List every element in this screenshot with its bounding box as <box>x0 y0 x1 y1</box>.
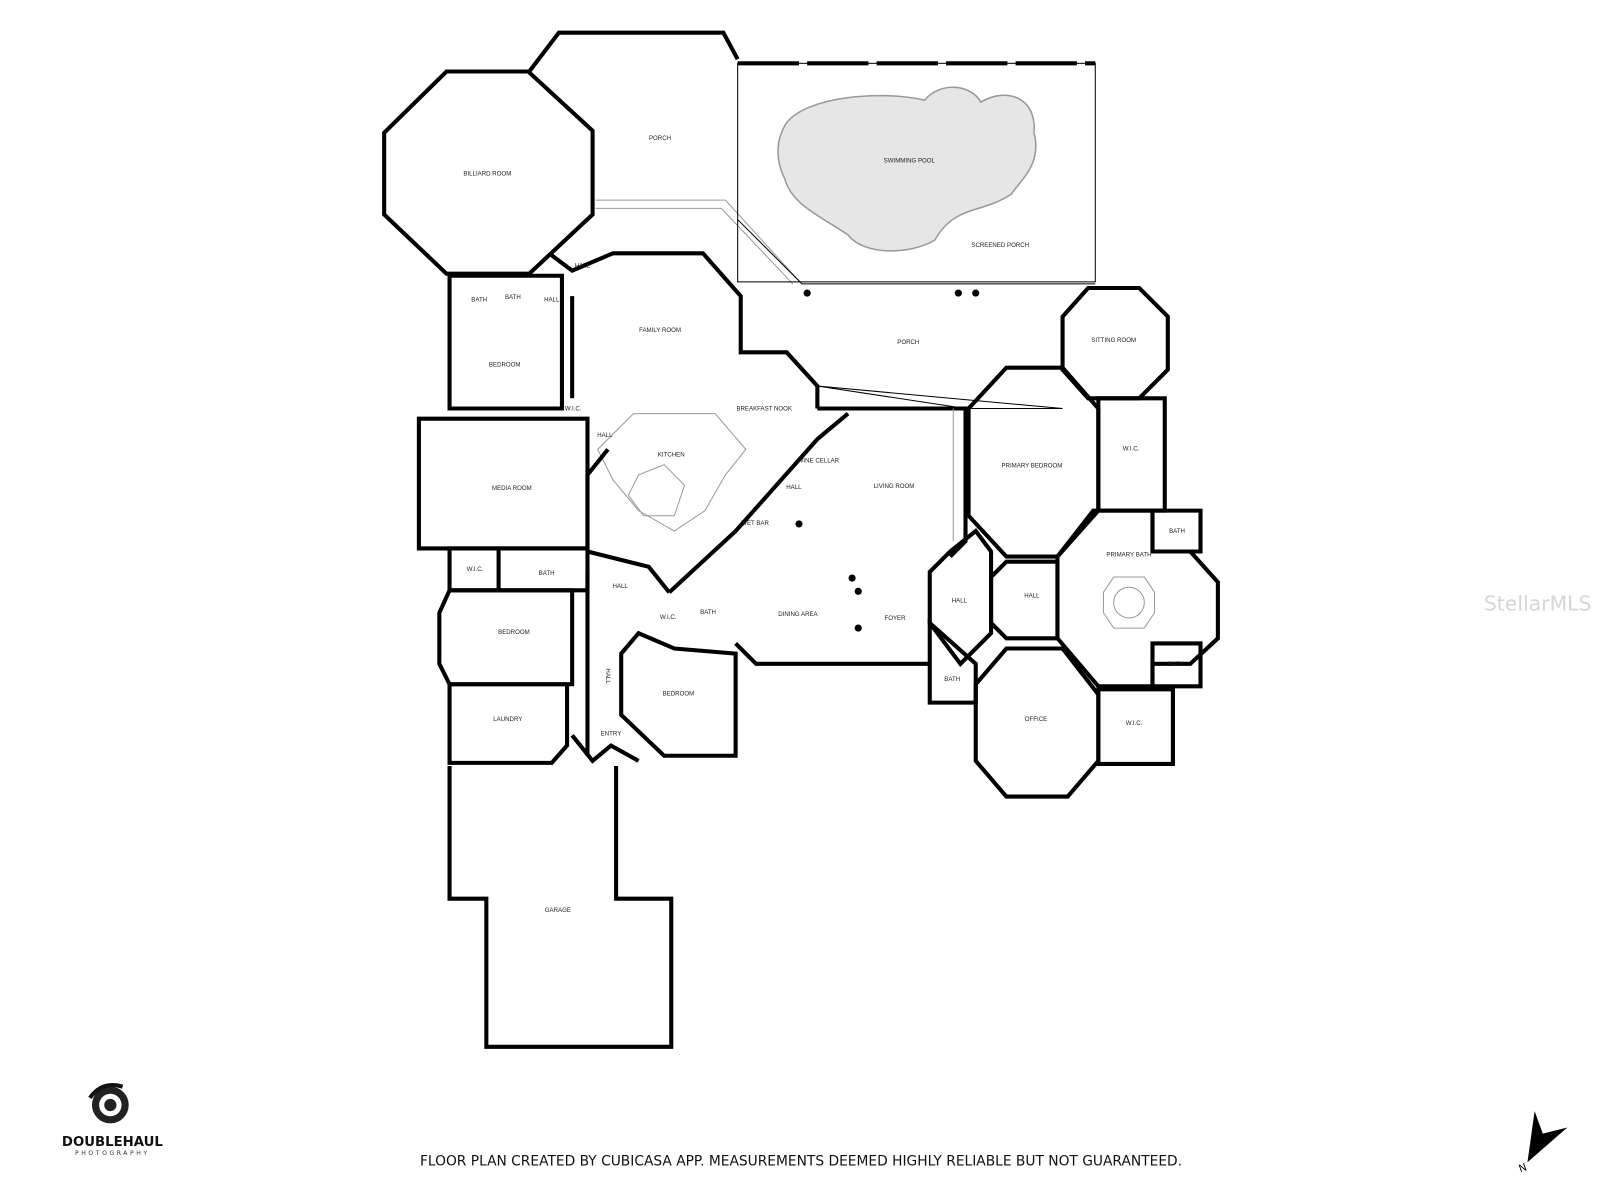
room-label: BATH <box>944 676 960 683</box>
room-label: WET BAR <box>741 520 769 527</box>
room-label: BATH <box>539 570 555 577</box>
tub-basin <box>1113 586 1145 619</box>
room-label: PORCH <box>897 339 919 346</box>
bath-3-walls <box>1150 508 1203 554</box>
room-label: WINE CELLAR <box>798 458 840 465</box>
room-label: SITTING ROOM <box>1091 337 1136 344</box>
room-label: HALL <box>952 598 968 605</box>
watermark: StellarMLS <box>1484 592 1592 616</box>
upper-porch-edge <box>595 199 800 282</box>
room-label: BEDROOM <box>498 629 530 636</box>
room-label: PRIMARY BEDROOM <box>1001 463 1062 470</box>
north-arrow-icon: N <box>1518 1111 1568 1175</box>
column <box>848 574 856 582</box>
office-walls <box>973 646 1101 799</box>
media-room-walls <box>416 416 590 551</box>
room-label: BEDROOM <box>489 362 521 369</box>
column <box>954 289 962 297</box>
room-label: W.I.C. <box>565 406 582 413</box>
garage-walls <box>447 765 674 1049</box>
room-label: GARAGE <box>545 907 571 914</box>
screened-porch-diag <box>737 219 803 285</box>
bedroom-2-walls <box>619 630 738 758</box>
column <box>854 587 862 595</box>
upper-porch-walls <box>527 30 740 73</box>
swimming-pool <box>777 86 1037 252</box>
bedroom-3-walls <box>437 588 575 687</box>
hall-6-walls <box>989 559 1060 641</box>
hall-5-walls <box>927 528 994 667</box>
bath-7-walls <box>1150 641 1203 689</box>
room-label: OFFICE <box>1025 716 1047 723</box>
room-label: BILLIARD ROOM <box>463 171 511 178</box>
logo-sub: PHOTOGRAPHY <box>75 1150 150 1157</box>
room-label: W.I.C. <box>660 614 677 621</box>
tub <box>1102 576 1156 629</box>
bedroom-1-walls <box>447 273 564 411</box>
room-label: HALL <box>575 263 591 270</box>
column <box>972 289 980 297</box>
room-label: LIVING ROOM <box>874 483 915 490</box>
wic-2-walls <box>1096 396 1167 513</box>
room-label: W.I.C. <box>1126 720 1143 727</box>
room-label: W.I.C. <box>1123 445 1140 452</box>
column <box>854 624 862 632</box>
room-label: KITCHEN <box>658 452 685 459</box>
living-room-walls <box>817 406 968 559</box>
room-label: BATH <box>1168 661 1184 668</box>
room-label: HALL <box>1024 592 1040 599</box>
room-label: HALL <box>786 484 802 491</box>
room-label: LAUNDRY <box>493 716 522 723</box>
dining-foyer-walls <box>734 641 930 666</box>
room-label: BATH <box>700 609 716 616</box>
room-label: SCREENED PORCH <box>971 242 1029 249</box>
room-label: MEDIA ROOM <box>492 485 532 492</box>
room-label: BATH <box>471 296 487 303</box>
disclaimer: FLOOR PLAN CREATED BY CUBICASA APP. MEAS… <box>420 1153 1182 1169</box>
room-label: FAMILY ROOM <box>639 327 681 334</box>
room-label: DINING AREA <box>778 611 818 618</box>
room-label: HALL <box>604 668 611 684</box>
porch-lower-edge <box>817 385 1063 410</box>
entry-walls <box>570 734 640 764</box>
room-labels: BILLIARD ROOM PORCH SWIMMING POOL SCREEN… <box>463 135 1185 914</box>
room-label: BATH <box>1169 528 1185 535</box>
room-label: HALL <box>544 296 560 303</box>
room-label: BREAKFAST NOOK <box>736 406 792 413</box>
logo-name: DOUBLEHAUL <box>62 1135 163 1150</box>
kitchen-counter <box>597 413 747 532</box>
room-label: HALL <box>613 583 629 590</box>
room-label: BATH <box>505 294 521 301</box>
compass-label: N <box>1518 1162 1529 1175</box>
room-label: HALL <box>597 432 613 439</box>
room-label: BEDROOM <box>663 690 695 697</box>
room-label: ENTRY <box>601 730 622 737</box>
column <box>803 289 811 297</box>
room-label: SWIMMING POOL <box>884 157 936 164</box>
room-label: W.I.C. <box>467 566 484 573</box>
primary-bath-walls <box>1055 508 1220 689</box>
laundry-walls <box>447 682 570 765</box>
kitchen-island <box>627 464 686 517</box>
doublehaul-logo: DOUBLEHAUL PHOTOGRAPHY <box>62 1083 163 1157</box>
room-label: PORCH <box>649 135 671 142</box>
column <box>795 520 803 528</box>
wet-bar-wall <box>667 412 850 594</box>
room-label: FOYER <box>884 615 906 622</box>
family-room-walls <box>550 251 820 409</box>
room-label: PRIMARY BATH <box>1106 552 1151 559</box>
wic-5-walls <box>1096 687 1175 766</box>
upper-porch-edge-2 <box>595 207 794 285</box>
